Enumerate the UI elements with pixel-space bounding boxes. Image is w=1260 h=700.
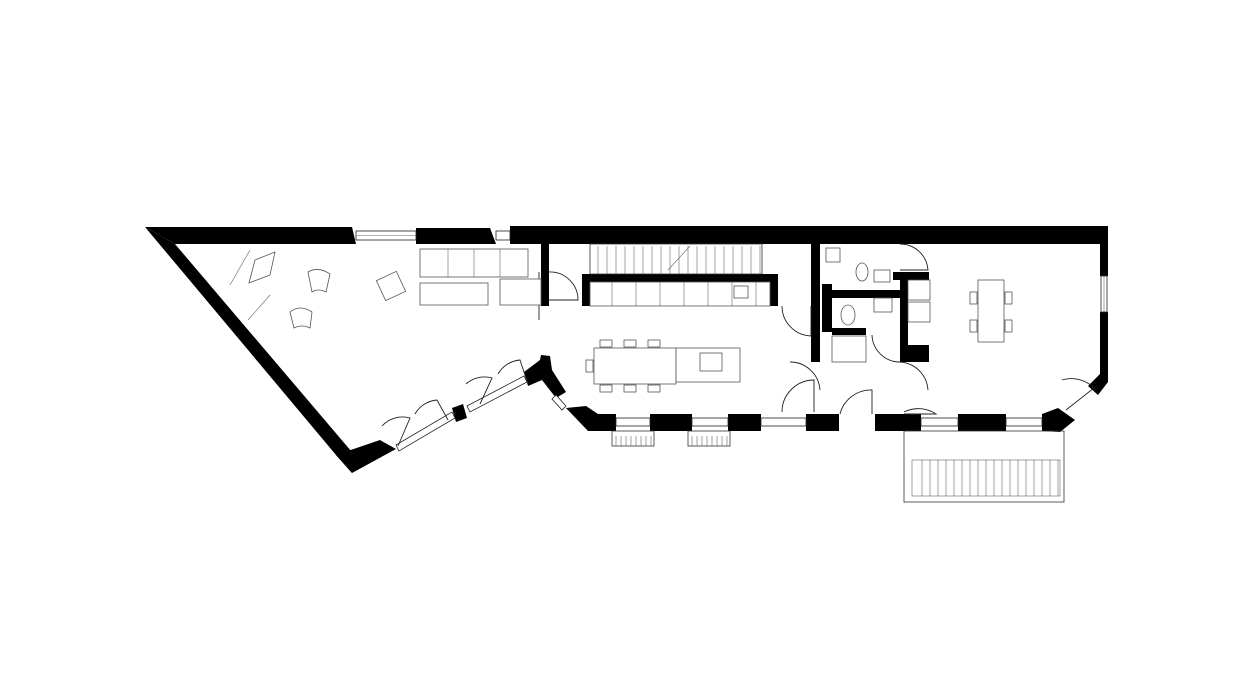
door-sw-4: [497, 359, 529, 385]
wall-core-inner-1: [822, 284, 832, 332]
vanity: [907, 279, 931, 301]
door-entrance-left: [781, 379, 815, 413]
wall-kitchen-left: [582, 274, 590, 306]
wall-south-east-corner: [1042, 408, 1075, 432]
desk-chair: [1004, 319, 1013, 333]
sink: [733, 285, 749, 299]
wall-sw-corner: [336, 440, 396, 473]
island-cooktop: [699, 352, 723, 372]
dining-chair: [623, 339, 637, 348]
door-entrance-right: [903, 408, 938, 415]
door-core-2: [871, 334, 901, 363]
wall-core-inner-2: [832, 290, 900, 298]
toilet-1: [855, 262, 869, 282]
dining-chair: [599, 339, 613, 348]
door-hall-2: [899, 361, 929, 391]
doors: [381, 243, 1095, 447]
window-sw-3: [551, 394, 567, 411]
dining-chair: [647, 384, 661, 393]
window-south-2: [691, 417, 729, 427]
wall-south-4: [806, 414, 839, 431]
window-south-3: [760, 417, 807, 427]
console: [248, 251, 276, 284]
wall-south-6: [958, 414, 1006, 431]
desk-chair: [969, 291, 978, 305]
door-sw-1: [381, 416, 411, 447]
dining-chair: [623, 384, 637, 393]
window-south-4: [920, 417, 959, 427]
dining-chair: [647, 339, 661, 348]
desk-chair: [969, 319, 978, 333]
wall-east-lower: [1088, 312, 1108, 395]
dining-table: [593, 347, 677, 385]
window-south-1: [615, 417, 651, 427]
wall-core-inner-4: [893, 272, 929, 280]
bath-fixture-1: [825, 247, 841, 263]
wall-south-2: [650, 414, 692, 431]
desk-table: [977, 279, 1005, 343]
stair-exterior: [903, 430, 1065, 503]
wall-east-upper: [1100, 226, 1108, 276]
wall-stair-left: [541, 244, 549, 306]
wall-top-long: [510, 226, 1108, 244]
door-sw-3: [465, 376, 493, 405]
door-hall-1: [789, 361, 821, 391]
cabinet: [499, 278, 542, 306]
wall-south-5: [875, 414, 921, 431]
wall-corner-mid: [524, 355, 566, 398]
door-stair: [548, 271, 579, 301]
window-top-2: [495, 230, 511, 241]
windows: [355, 230, 1108, 452]
exterior-walls: [145, 226, 1108, 473]
wall-kitchen-right: [770, 274, 778, 306]
window-sw-2: [466, 375, 528, 413]
door-entrance-mid: [839, 389, 873, 415]
wall-south-3: [728, 414, 761, 431]
sofa-bench: [419, 282, 489, 306]
desk-chair: [1004, 291, 1013, 305]
side-chair: [585, 359, 594, 373]
wall-core-inner-5: [900, 280, 908, 362]
door-bath: [899, 243, 929, 271]
window-sw-1: [395, 411, 456, 452]
step-south-1: [611, 430, 655, 447]
wall-south-1: [566, 406, 616, 431]
wall-core-inner-6: [908, 345, 929, 362]
stair-flight-top: [589, 243, 763, 275]
toilet-2: [840, 304, 856, 326]
vanity-2: [907, 301, 931, 323]
door-east: [1061, 378, 1095, 411]
wall-pier-1: [452, 404, 467, 422]
dining-chair: [599, 384, 613, 393]
staircase: [589, 243, 1065, 503]
wall-kitchen-back: [582, 274, 777, 282]
armchair-1: [375, 270, 407, 302]
sink-bath: [873, 269, 891, 283]
wall-core-west: [811, 244, 820, 362]
wall-diagonal-west: [145, 227, 357, 473]
wall-core-inner-3: [832, 328, 866, 335]
door-sw-2: [414, 399, 449, 421]
wall-top-left: [145, 227, 356, 244]
armchair-2: [307, 269, 331, 293]
window-south-5: [1005, 417, 1043, 427]
wc-basin: [873, 297, 893, 313]
interior-walls: [541, 244, 929, 362]
step-south-2: [687, 430, 731, 447]
furniture: [229, 247, 1013, 393]
shower: [831, 335, 867, 363]
door-core-1: [781, 305, 812, 337]
armchair-3: [289, 307, 313, 329]
wall-top-mid: [416, 228, 496, 244]
